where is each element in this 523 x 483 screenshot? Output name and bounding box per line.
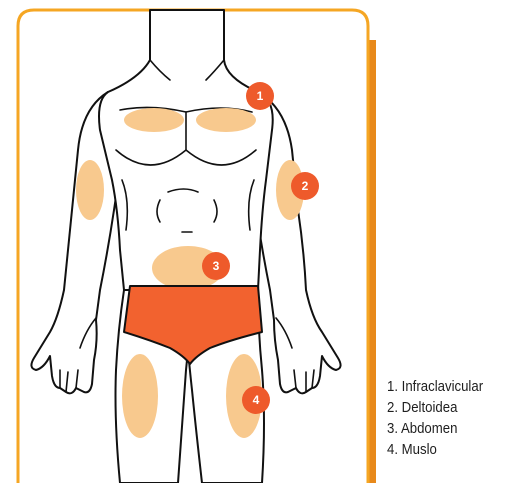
- zone-infraclavicular-left: [124, 108, 184, 132]
- legend-item-abdomen: 3. Abdomen: [387, 418, 483, 439]
- legend-item-deltoidea: 2. Deltoidea: [387, 397, 483, 418]
- zone-muslo-left: [122, 354, 158, 438]
- zone-legend: 1. Infraclavicular 2. Deltoidea 3. Abdom…: [387, 376, 483, 460]
- svg-text:4: 4: [253, 393, 260, 407]
- svg-text:2: 2: [302, 179, 309, 193]
- legend-item-muslo: 4. Muslo: [387, 439, 483, 460]
- marker-2: 2: [291, 172, 319, 200]
- zone-deltoidea-left: [76, 160, 104, 220]
- svg-text:3: 3: [213, 259, 220, 273]
- marker-3: 3: [202, 252, 230, 280]
- zone-infraclavicular-right: [196, 108, 256, 132]
- svg-text:1: 1: [257, 89, 264, 103]
- legend-item-infraclavicular: 1. Infraclavicular: [387, 376, 483, 397]
- marker-4: 4: [242, 386, 270, 414]
- marker-1: 1: [246, 82, 274, 110]
